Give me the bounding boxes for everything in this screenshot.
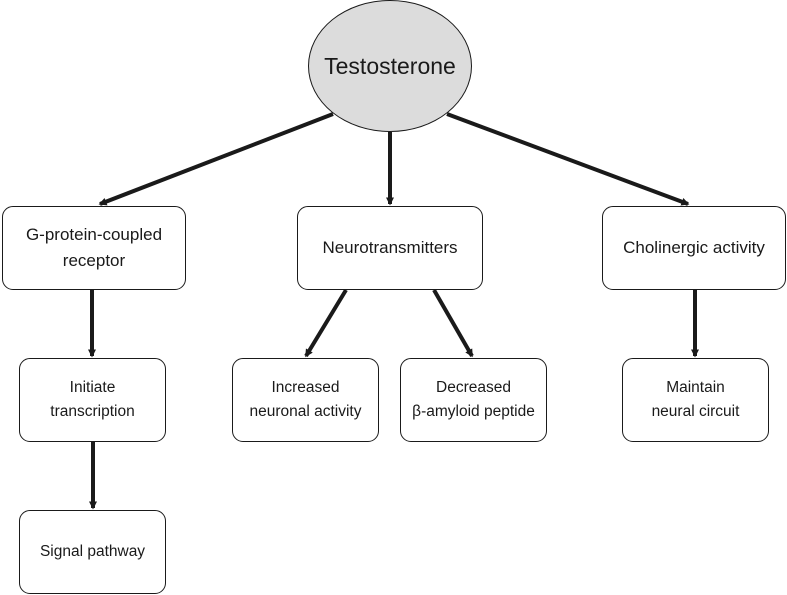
node-label: Cholinergic activity	[623, 237, 765, 257]
node-label: G-protein-coupled receptor	[25, 224, 163, 270]
arrow-neurotransmitters-to-decreased	[432, 289, 474, 358]
node-testosterone: Testosterone	[308, 0, 472, 132]
node-label: Neurotransmitters	[322, 237, 458, 257]
node-label: Decreased β-amyloid peptide	[412, 378, 535, 420]
node-signal-pathway: Signal pathway	[19, 510, 166, 594]
node-label: Testosterone	[324, 52, 456, 79]
node-label: Signal pathway	[39, 542, 146, 560]
arrow-testosterone-to-cholinergic	[446, 112, 690, 206]
node-label: Increased neuronal activity	[249, 378, 362, 420]
arrow-neurotransmitters-to-increased	[304, 288, 348, 358]
node-cholinergic-activity: Cholinergic activity	[602, 206, 786, 290]
node-initiate-transcription: Initiate transcription	[19, 358, 166, 442]
node-label: Initiate transcription	[50, 378, 135, 420]
node-g-protein-coupled-receptor: G-protein-coupled receptor	[2, 206, 186, 290]
node-increased-neuronal-activity: Increased neuronal activity	[232, 358, 379, 442]
arrow-testosterone-to-gpcr	[98, 112, 334, 206]
node-label: Maintain neural circuit	[651, 378, 740, 420]
node-decreased-beta-amyloid-peptide: Decreased β-amyloid peptide	[400, 358, 547, 442]
node-maintain-neural-circuit: Maintain neural circuit	[622, 358, 769, 442]
node-neurotransmitters: Neurotransmitters	[297, 206, 483, 290]
